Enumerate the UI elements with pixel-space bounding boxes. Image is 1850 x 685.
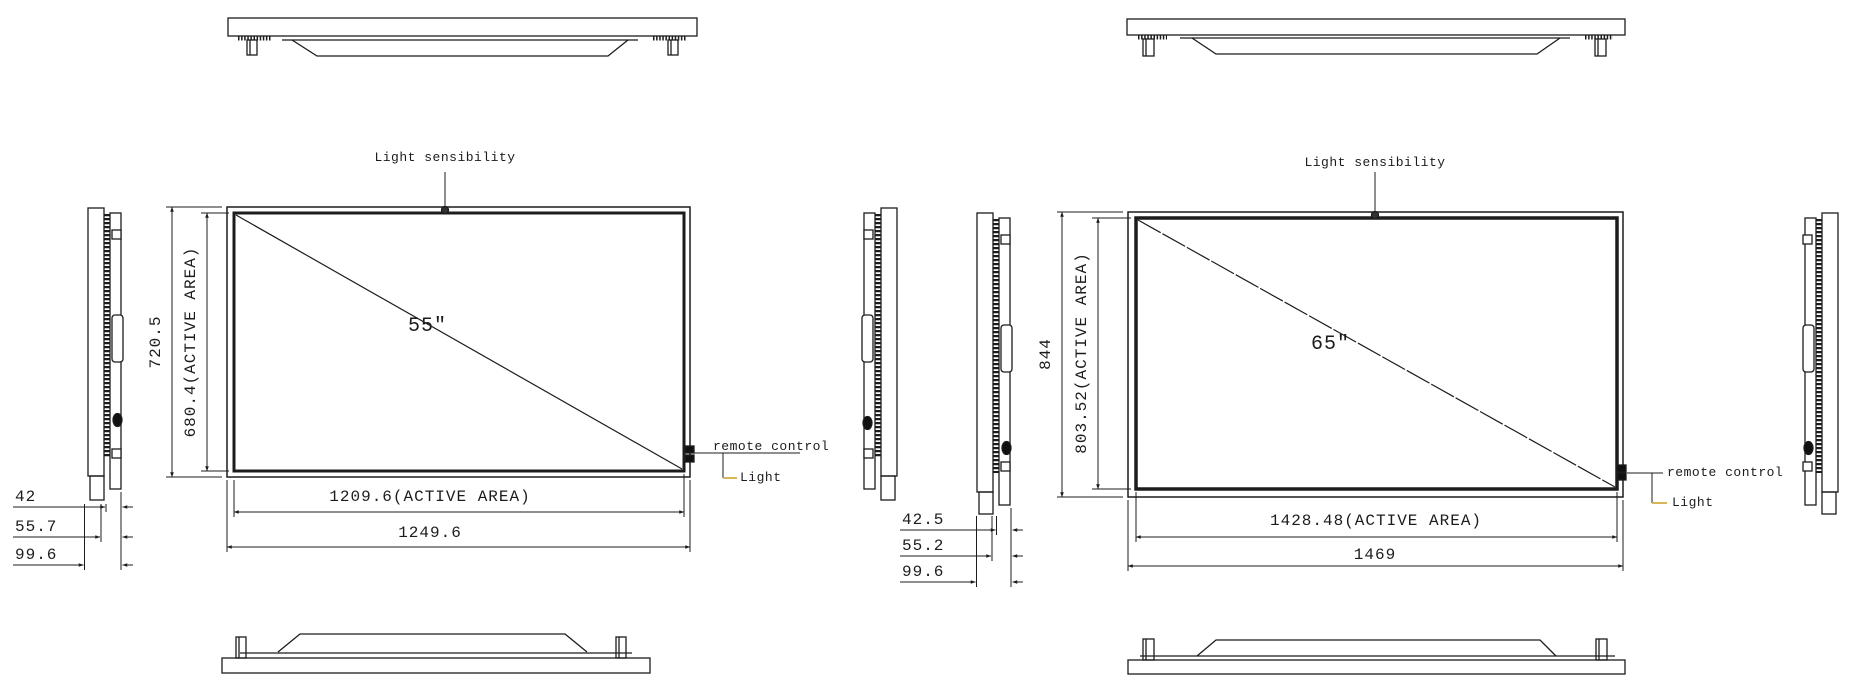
side-view-55-right [861, 207, 898, 501]
light-sensibility-label-65: Light sensibility [1304, 155, 1446, 170]
handle-icon [861, 314, 874, 363]
dim-overall-height-55: 720.5 [147, 315, 165, 369]
dim-overall-height-65: 844 [1037, 338, 1055, 370]
dimensions-65 [900, 211, 1624, 587]
light-window-icon [684, 454, 695, 463]
light-window-icon [1616, 472, 1627, 481]
dim-active-width-65: 1428.48(ACTIVE AREA) [1269, 512, 1483, 530]
bottom-view-65 [1127, 638, 1626, 675]
dim-depth-front-65: 42.5 [902, 511, 945, 529]
light-label-65: Light [1672, 495, 1714, 510]
remote-control-label-65: remote control [1667, 465, 1784, 480]
dim-depth-mid-55: 55.7 [15, 518, 58, 536]
power-button-icon [1803, 440, 1814, 456]
bottom-view-55 [221, 633, 651, 674]
remote-control-label-55: remote control [713, 439, 830, 454]
front-view-65 [1127, 172, 1667, 504]
dimensions-55 [13, 206, 691, 570]
light-label-55: Light [740, 470, 782, 485]
handle-icon [111, 314, 124, 363]
diagonal-size-label-65: 65" [1311, 333, 1351, 356]
power-button-icon [1001, 440, 1012, 456]
remote-sensor-icon [1616, 464, 1627, 473]
side-view-65-left [976, 212, 1013, 515]
handle-icon [1802, 324, 1815, 373]
light-sensor-icon [440, 205, 450, 215]
dim-depth-front-55: 42 [15, 488, 37, 506]
dim-depth-total-65: 99.6 [902, 563, 945, 581]
remote-sensor-icon [684, 445, 695, 454]
dim-active-height-55: 680.4(ACTIVE AREA) [182, 246, 200, 438]
front-view-55 [226, 172, 800, 479]
light-sensibility-label-55: Light sensibility [374, 150, 516, 165]
top-view-65 [1126, 18, 1626, 57]
power-button-icon [112, 412, 123, 428]
handle-icon [1000, 324, 1013, 373]
light-sensor-icon [1370, 210, 1380, 220]
side-view-55-left [87, 207, 124, 501]
dim-depth-total-55: 99.6 [15, 546, 58, 564]
power-button-icon [862, 415, 873, 431]
dim-active-height-65: 803.52(ACTIVE AREA) [1073, 252, 1091, 454]
dim-overall-width-55: 1249.6 [398, 524, 462, 542]
dim-active-width-55: 1209.6(ACTIVE AREA) [329, 488, 531, 506]
dim-overall-width-65: 1469 [1353, 546, 1397, 564]
dim-depth-mid-65: 55.2 [902, 537, 945, 555]
side-view-65-right [1802, 212, 1839, 515]
diagonal-size-label-55: 55" [408, 315, 448, 338]
top-view-55 [227, 17, 698, 57]
